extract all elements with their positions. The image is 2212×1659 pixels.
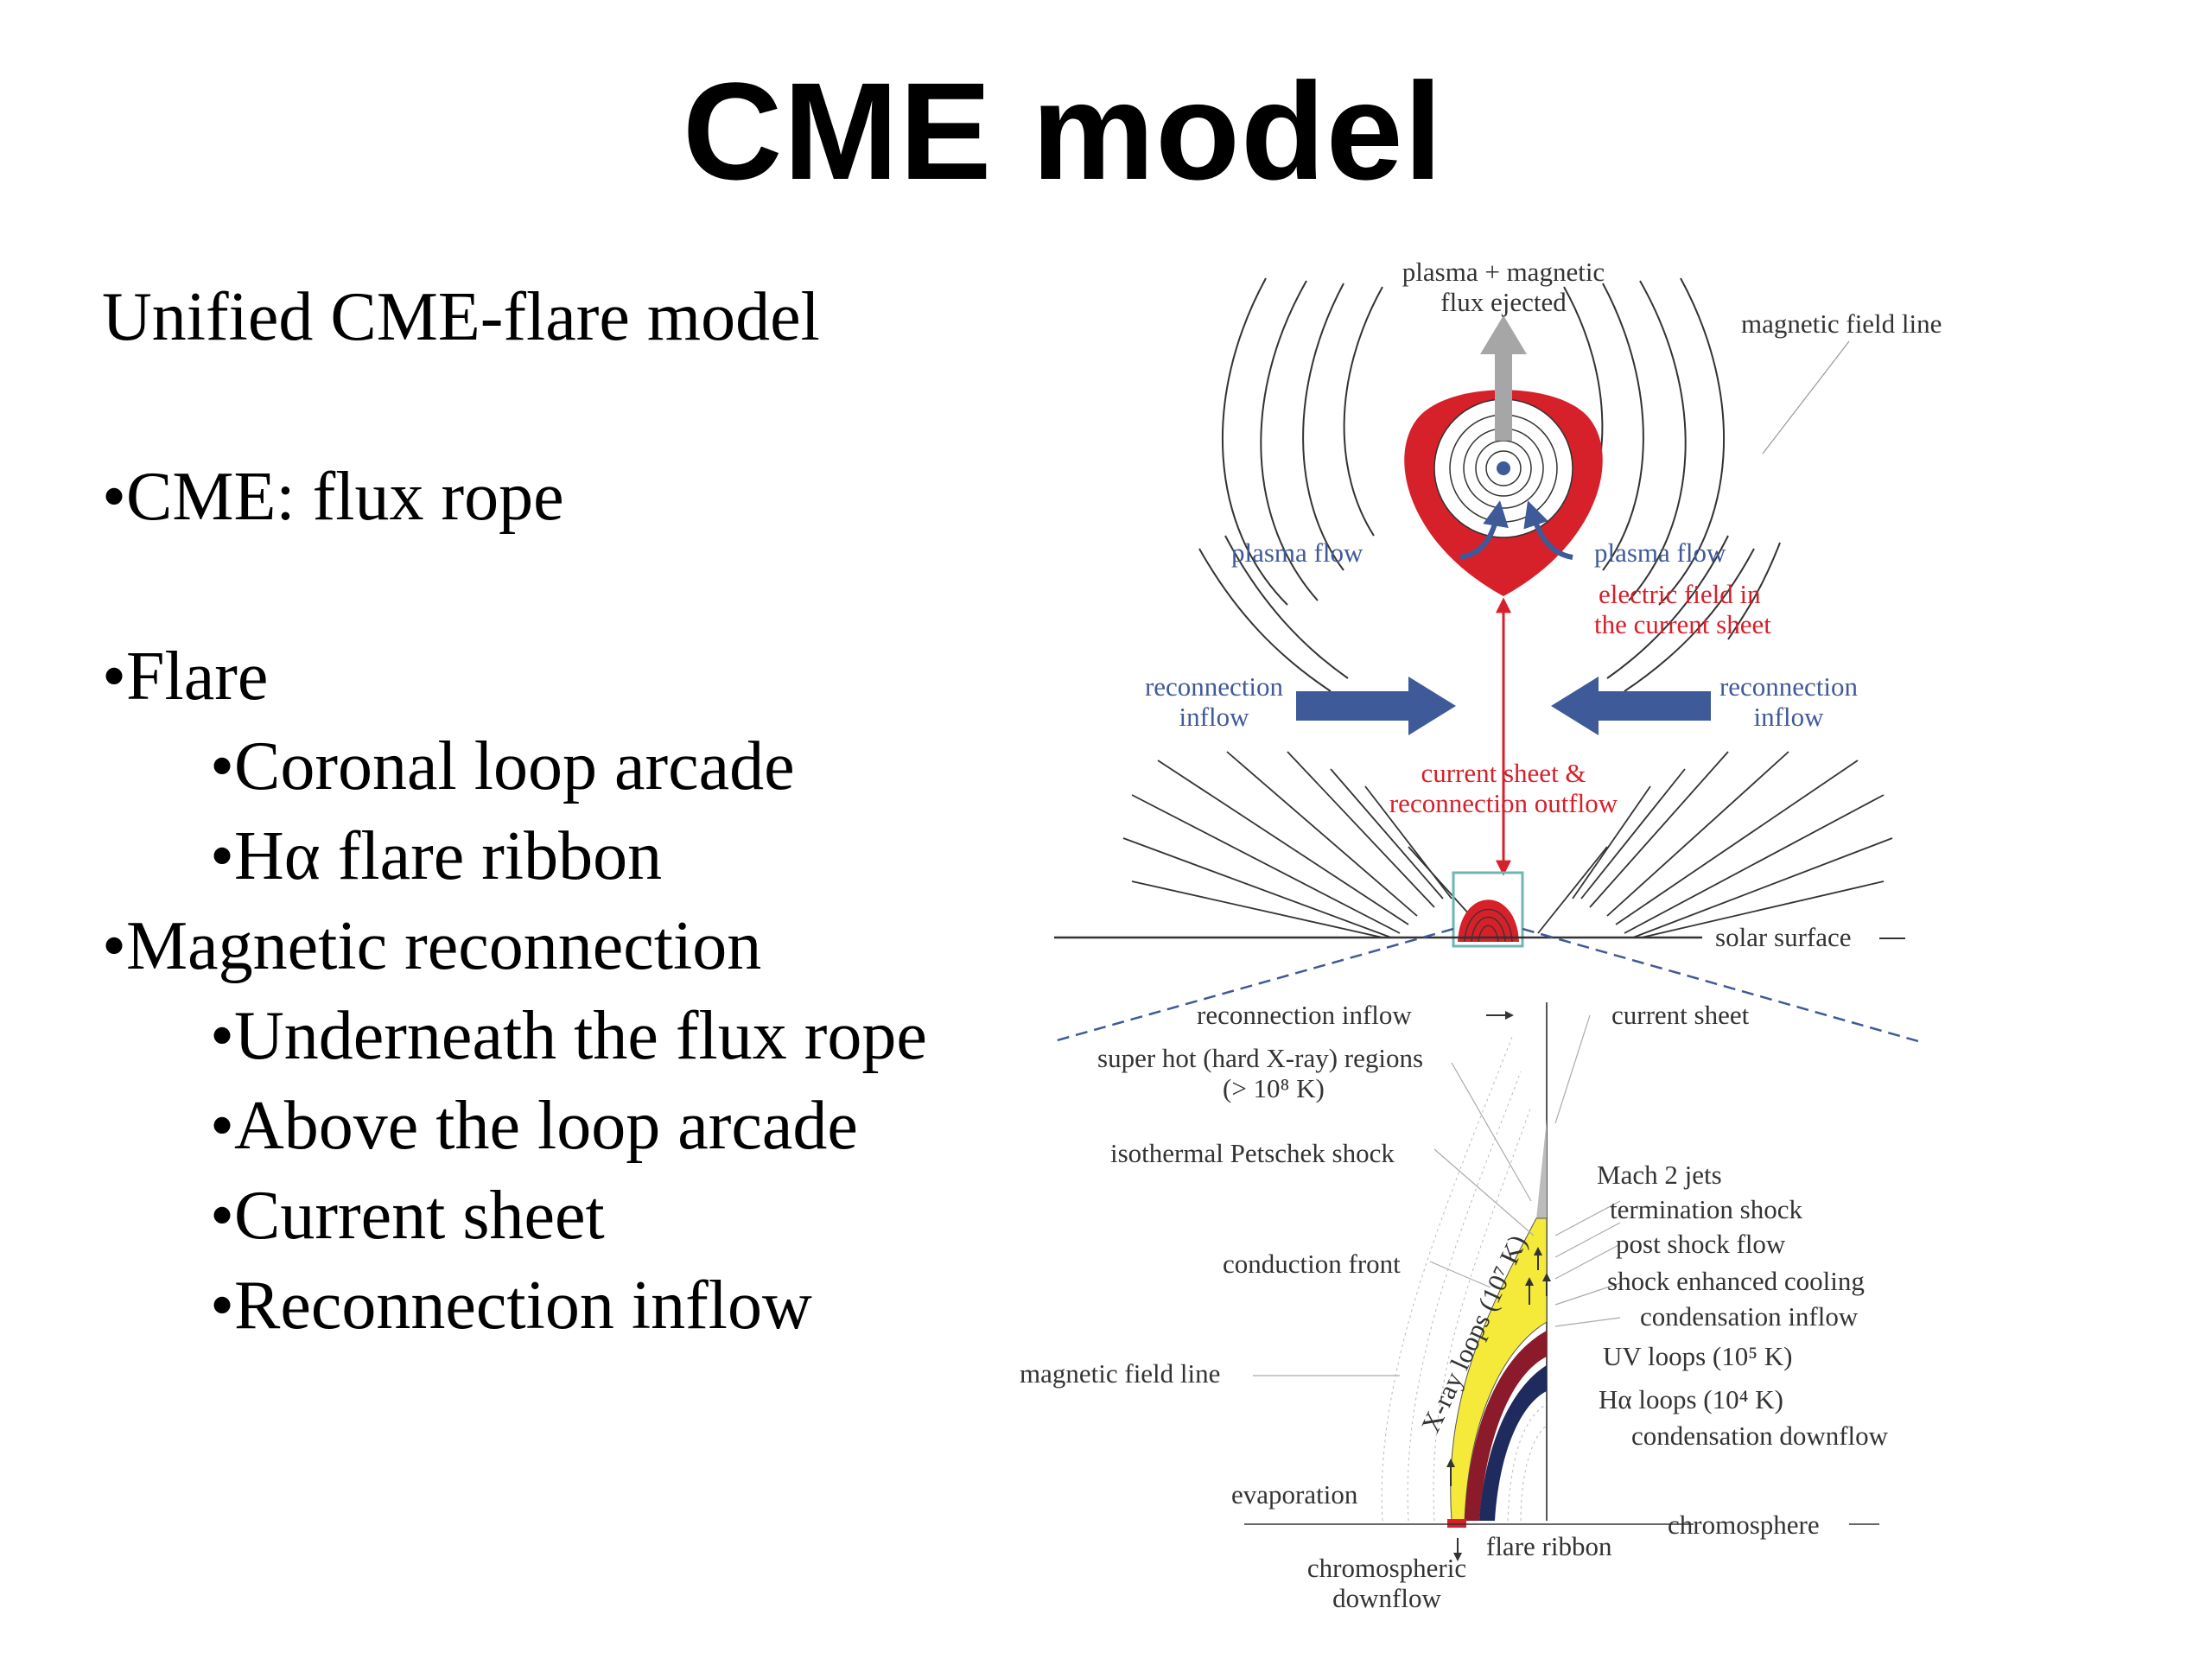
slide-title: CME model [682, 54, 1444, 208]
label-solar-surface: solar surface [1715, 922, 1852, 952]
label-magnetic-field-line: magnetic field line [1741, 308, 1942, 339]
label-current-sheet-1: current sheet & [1421, 758, 1586, 788]
plasma-flow-arrow-right [1523, 500, 1573, 560]
label-shock-cooling: shock enhanced cooling [1607, 1266, 1865, 1296]
lower-field-lines [1122, 751, 1893, 938]
label-ha-loops: Hα loops (10⁴ K) [1599, 1384, 1783, 1414]
label-electric-field-1: electric field in [1599, 579, 1761, 609]
label-chromosphere: chromosphere [1668, 1510, 1820, 1540]
zoom-line-left [1053, 927, 1454, 1043]
label-evaporation: evaporation [1231, 1479, 1358, 1510]
xray-loop [1450, 1217, 1548, 1522]
zoom-field-lines [1381, 1036, 1548, 1522]
bullet-item: •Reconnection inflow [210, 1268, 812, 1344]
label-super-hot-2: (> 10⁸ K) [1223, 1073, 1325, 1103]
label-plasma-ejected-1: plasma + magnetic [1402, 257, 1605, 287]
zoom-line-right [1522, 927, 1919, 1043]
label-current-sheet-2: reconnection outflow [1389, 788, 1618, 818]
leader-line [1762, 340, 1850, 454]
label-petschek: isothermal Petschek shock [1110, 1138, 1395, 1168]
label-inflow-right-2: inflow [1754, 702, 1825, 732]
label-uv-loops: UV loops (10⁵ K) [1603, 1341, 1792, 1371]
label-flare-ribbon: flare ribbon [1486, 1531, 1612, 1561]
label-conduction-front: conduction front [1223, 1249, 1401, 1279]
label-condensation-downflow: condensation downflow [1631, 1421, 1889, 1451]
plasma-flow-arrow-left [1459, 500, 1509, 560]
petschek-jet [1534, 1119, 1547, 1244]
label-plasma-flow-right: plasma flow [1594, 537, 1726, 568]
inflow-arrow-right [1551, 677, 1711, 735]
bullet-item: •CME: flux rope [102, 459, 564, 535]
label-inflow-right-1: reconnection [1719, 671, 1859, 702]
label-post-shock-flow: post shock flow [1616, 1229, 1786, 1259]
label-mach-jets: Mach 2 jets [1597, 1160, 1722, 1190]
bullet-item: •Underneath the flux rope [210, 998, 927, 1074]
bullet-item: •Current sheet [210, 1178, 605, 1254]
leader-lines [1253, 1014, 1621, 1376]
label-plasma-flow-left: plasma flow [1231, 537, 1363, 568]
label-chromo-downflow-1: chromospheric [1307, 1553, 1466, 1583]
label-electric-field-2: the current sheet [1594, 609, 1771, 639]
bullet-item: •Above the loop arcade [210, 1088, 858, 1164]
flare-ribbon [1447, 1519, 1466, 1528]
bullet-item: •Coronal loop arcade [210, 728, 795, 804]
bullet-list: Unified CME-flare model •CME: flux rope … [102, 272, 927, 1351]
ha-loop [1479, 1365, 1547, 1521]
flux-rope-center [1497, 461, 1510, 475]
label-chromo-downflow-2: downflow [1332, 1583, 1441, 1613]
cme-flare-diagram: plasma + magnetic flux ejected magnetic … [1020, 257, 1942, 1613]
flow-arrows [1446, 1247, 1551, 1561]
label-inflow-left-2: inflow [1179, 702, 1250, 732]
bullet-item: •Hα flare ribbon [210, 818, 663, 894]
loop-arcade-small [1458, 899, 1519, 942]
uv-loop [1465, 1331, 1547, 1521]
zoom-box [1452, 871, 1524, 948]
label-termination-shock: termination shock [1610, 1194, 1802, 1224]
label-super-hot-1: super hot (hard X-ray) regions [1097, 1043, 1423, 1073]
bullet-item: Unified CME-flare model [102, 279, 820, 355]
bullet-item: •Magnetic reconnection [102, 908, 762, 984]
inflow-arrow-left [1296, 677, 1456, 735]
label-magnetic-field-line-zoom: magnetic field line [1020, 1358, 1220, 1389]
outer-field-lines [1198, 277, 1781, 692]
label-reconnection-inflow: reconnection inflow [1197, 1000, 1412, 1030]
bullet-item: •Flare [102, 639, 269, 715]
label-current-sheet: current sheet [1611, 1000, 1750, 1030]
label-inflow-left-1: reconnection [1145, 671, 1284, 702]
label-plasma-ejected-2: flux ejected [1440, 287, 1567, 317]
label-condensation-inflow: condensation inflow [1640, 1301, 1859, 1332]
ejection-arrow [1480, 315, 1527, 441]
